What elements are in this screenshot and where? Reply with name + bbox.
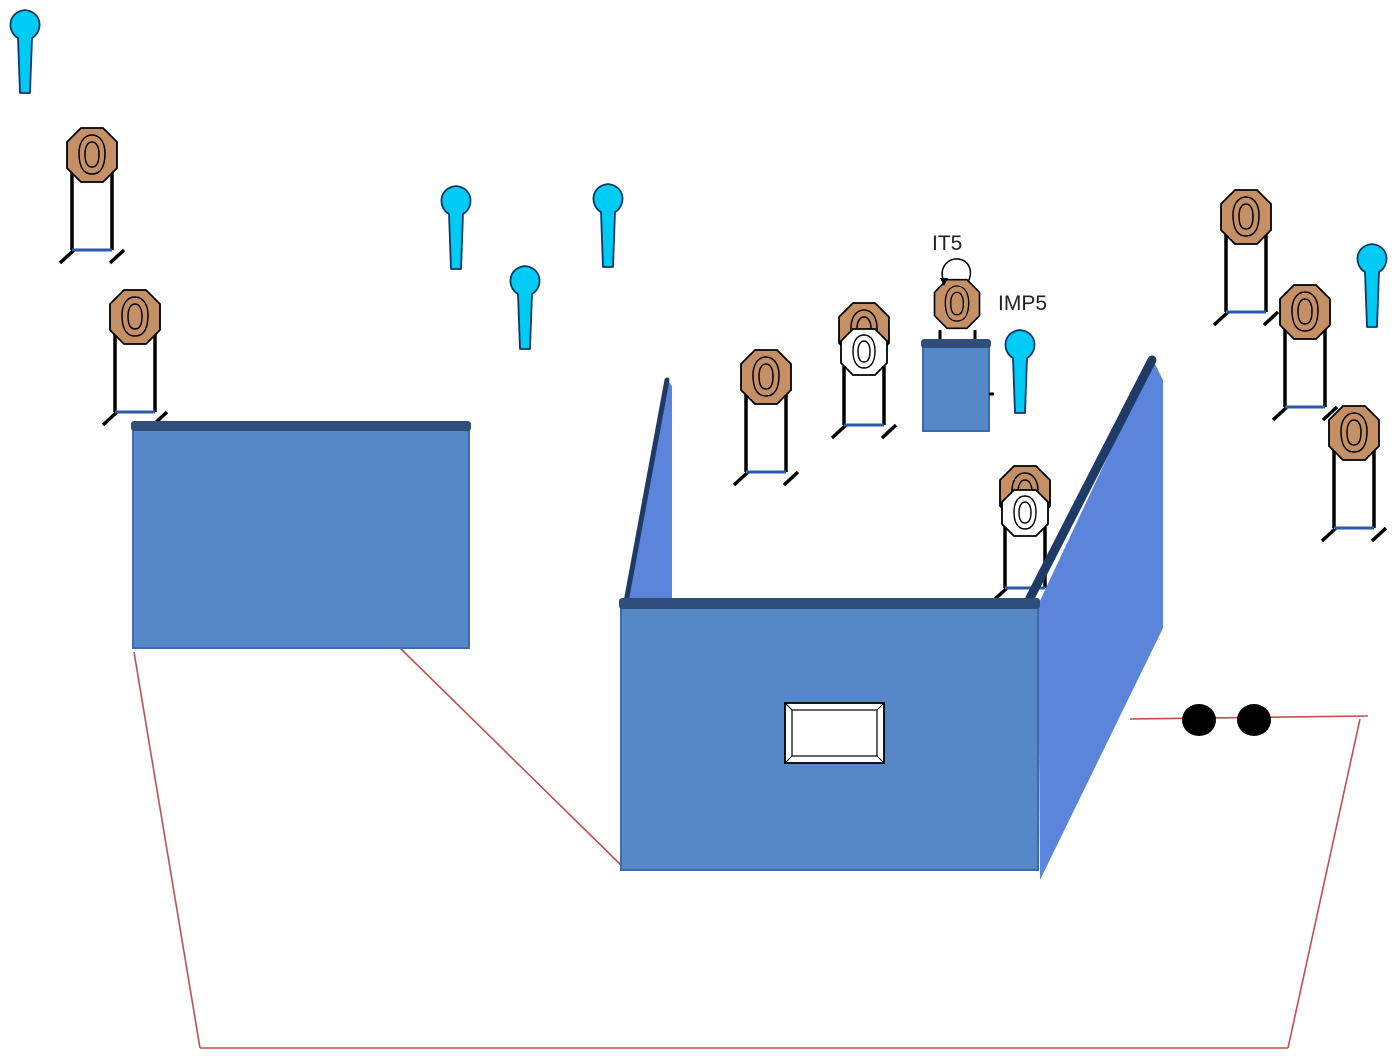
no-shoot-target bbox=[1004, 329, 1036, 414]
wall-box-right-panel bbox=[1025, 355, 1163, 880]
no-shoot-targets bbox=[9, 9, 1388, 414]
no-shoot-target bbox=[440, 185, 472, 270]
steel-target bbox=[732, 348, 800, 487]
left-wall bbox=[131, 421, 471, 649]
no-shoot-target bbox=[509, 265, 541, 350]
steel-target bbox=[101, 288, 169, 427]
fault-line-diagonal bbox=[399, 647, 625, 869]
steel-target bbox=[58, 126, 126, 265]
no-shoot-target bbox=[1356, 243, 1388, 328]
fault-lines bbox=[133, 647, 1369, 1049]
shooting-port bbox=[784, 702, 885, 764]
no-shoot-overlay bbox=[840, 328, 888, 376]
wall-box-left-panel bbox=[623, 377, 672, 605]
steel-target bbox=[1212, 188, 1280, 327]
fault-line-left bbox=[133, 651, 201, 1049]
wall-box-front bbox=[619, 598, 1040, 871]
start-marker bbox=[1182, 704, 1216, 736]
imp5-label: IMP5 bbox=[998, 292, 1047, 315]
it5-block bbox=[922, 343, 990, 432]
start-marker bbox=[1237, 704, 1271, 736]
no-shoot-target bbox=[9, 9, 41, 94]
it5-label: IT5 bbox=[932, 232, 962, 255]
start-position-markers bbox=[1182, 704, 1271, 736]
steel-target bbox=[1320, 404, 1388, 543]
it5-target-group: IT5 IMP5 bbox=[921, 232, 1047, 432]
no-shoot-overlay bbox=[1001, 489, 1049, 537]
fault-line-right bbox=[1287, 718, 1361, 1049]
no-shoot-target bbox=[592, 183, 624, 268]
rotation-arrow-icon bbox=[940, 258, 972, 286]
steel-target bbox=[1271, 283, 1339, 422]
